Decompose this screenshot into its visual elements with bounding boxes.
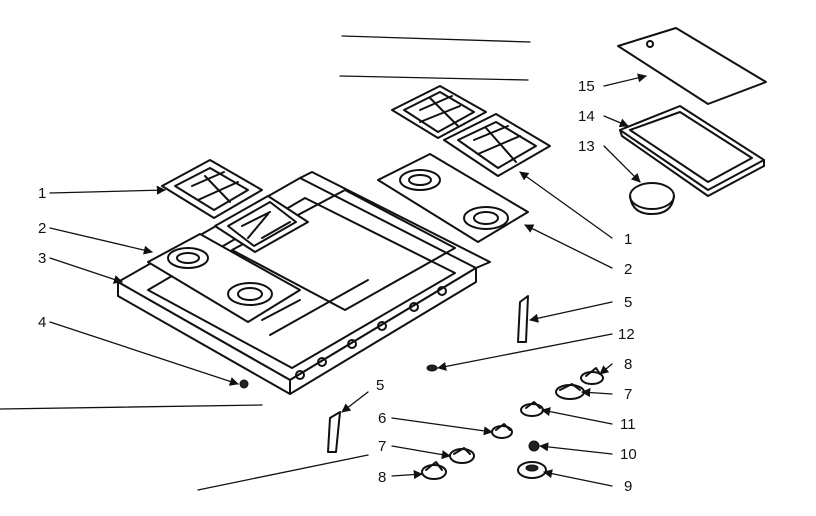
left-burner-plate — [147, 233, 301, 323]
callout-13: 13 — [578, 138, 595, 155]
callout-8-right: 8 — [624, 356, 632, 373]
right-bracket — [517, 295, 529, 343]
front-bracket — [327, 411, 341, 453]
callout-14: 14 — [578, 108, 595, 125]
part-10 — [528, 440, 540, 452]
callout-2-right: 2 — [624, 261, 632, 278]
clip — [426, 364, 438, 372]
griddle-cover — [617, 27, 767, 105]
callout-2-left: 2 — [38, 220, 46, 237]
knob-right-top — [580, 367, 604, 385]
bezel-right — [555, 383, 585, 400]
griddle-bowl — [629, 182, 675, 215]
callout-8-left: 8 — [378, 469, 386, 486]
knob-left-bottom — [421, 461, 447, 480]
left-grate-rear — [161, 159, 263, 219]
callout-10: 10 — [620, 446, 637, 463]
callout-15: 15 — [578, 78, 595, 95]
callout-1-left: 1 — [38, 185, 46, 202]
screw — [239, 379, 249, 389]
right-burner-plate — [377, 153, 529, 243]
right-grate-rear — [391, 85, 487, 139]
part-6 — [491, 423, 513, 439]
callout-4: 4 — [38, 314, 46, 331]
left-grate-front — [214, 195, 309, 253]
callout-1-right: 1 — [624, 231, 632, 248]
valve-holes — [295, 286, 447, 380]
callout-labels: 1 2 3 4 5 6 7 8 1 2 5 12 8 7 11 10 9 15 … — [38, 78, 637, 495]
right-grate-front — [443, 113, 551, 177]
callout-5-right: 5 — [624, 294, 632, 311]
leader-lines — [49, 73, 647, 487]
callout-12: 12 — [618, 326, 635, 343]
callout-3: 3 — [38, 250, 46, 267]
part-9 — [517, 461, 547, 479]
bezel-left — [449, 447, 475, 464]
callout-11: 11 — [620, 416, 636, 433]
reference-lines — [0, 35, 531, 491]
callout-7-left: 7 — [378, 438, 386, 455]
callout-9: 9 — [624, 478, 632, 495]
callout-6: 6 — [378, 410, 386, 427]
part-11 — [520, 401, 544, 417]
callout-7-right: 7 — [624, 386, 632, 403]
callout-5-front: 5 — [376, 377, 384, 394]
griddle — [619, 105, 765, 197]
